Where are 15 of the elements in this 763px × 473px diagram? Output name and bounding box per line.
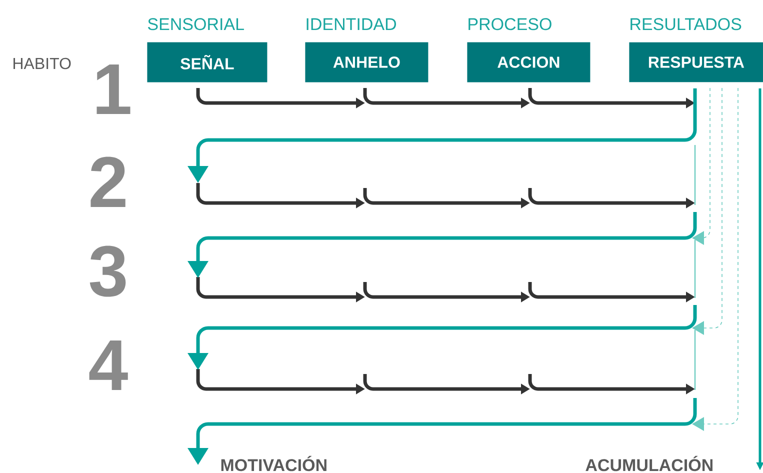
habit-number: 2: [90, 156, 126, 207]
process-box: ANHELO: [305, 42, 428, 82]
column-heading: PROCESO: [468, 18, 552, 30]
process-box: ACCION: [467, 42, 590, 82]
column-heading: SENSORIAL: [148, 18, 244, 30]
axis-label: ACUMULACIÓN: [586, 456, 712, 472]
axis-label: MOTIVACIÓN: [221, 456, 326, 472]
column-heading: RESULTADOS: [630, 18, 742, 30]
row-label: HABITO: [14, 58, 71, 70]
column-heading: IDENTIDAD: [306, 18, 396, 30]
process-box: RESPUESTA: [629, 42, 763, 82]
habit-number: 4: [89, 340, 128, 390]
habit-number: 3: [90, 246, 126, 297]
habit-number: 1: [96, 64, 130, 114]
process-box: SEÑAL: [147, 42, 268, 82]
